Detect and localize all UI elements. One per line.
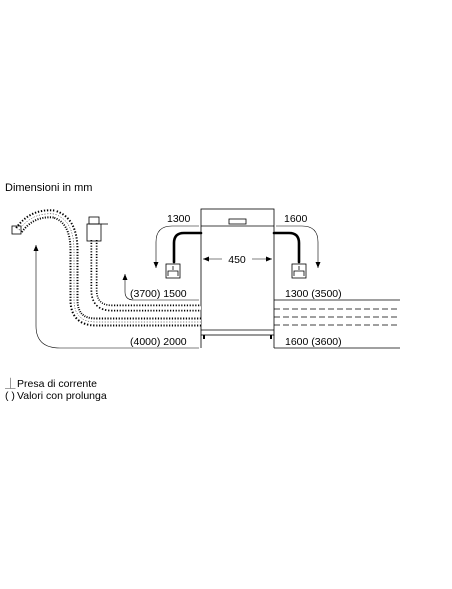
legend: ⏊ Presa di corrente ( ) Valori con prolu… — [5, 377, 107, 402]
power-cables — [172, 231, 301, 264]
right-hose-label-upper: 1300 (3500) — [285, 288, 342, 300]
inlet-hose — [86, 216, 201, 312]
left-dimension-arrows — [33, 245, 199, 349]
socket-legend-icon: ⏊ — [5, 377, 16, 390]
width-label: 450 — [228, 254, 246, 266]
paren-legend-text: Valori con prolunga — [17, 390, 107, 402]
left-hose-label-lower: (4000) 2000 — [130, 336, 187, 348]
socket-legend-text: Presa di corrente — [17, 378, 97, 390]
right-hose-label-lower: 1600 (3600) — [285, 336, 342, 348]
drain-hose — [11, 209, 201, 327]
width-dimension — [203, 252, 272, 265]
socket-icon — [165, 263, 181, 279]
dishwasher-outline — [200, 208, 275, 348]
diagram-title: Dimensioni in mm — [5, 182, 92, 194]
right-cable-label: 1600 — [284, 213, 308, 225]
right-cable-arrow — [276, 225, 321, 268]
right-floor-lines — [274, 299, 400, 349]
left-cable-arrow — [153, 225, 199, 268]
left-hose-label-upper: (3700) 1500 — [130, 288, 187, 300]
socket-icon — [291, 263, 307, 279]
left-cable-label: 1300 — [167, 213, 191, 225]
paren-legend-symbol: ( ) — [5, 390, 15, 402]
